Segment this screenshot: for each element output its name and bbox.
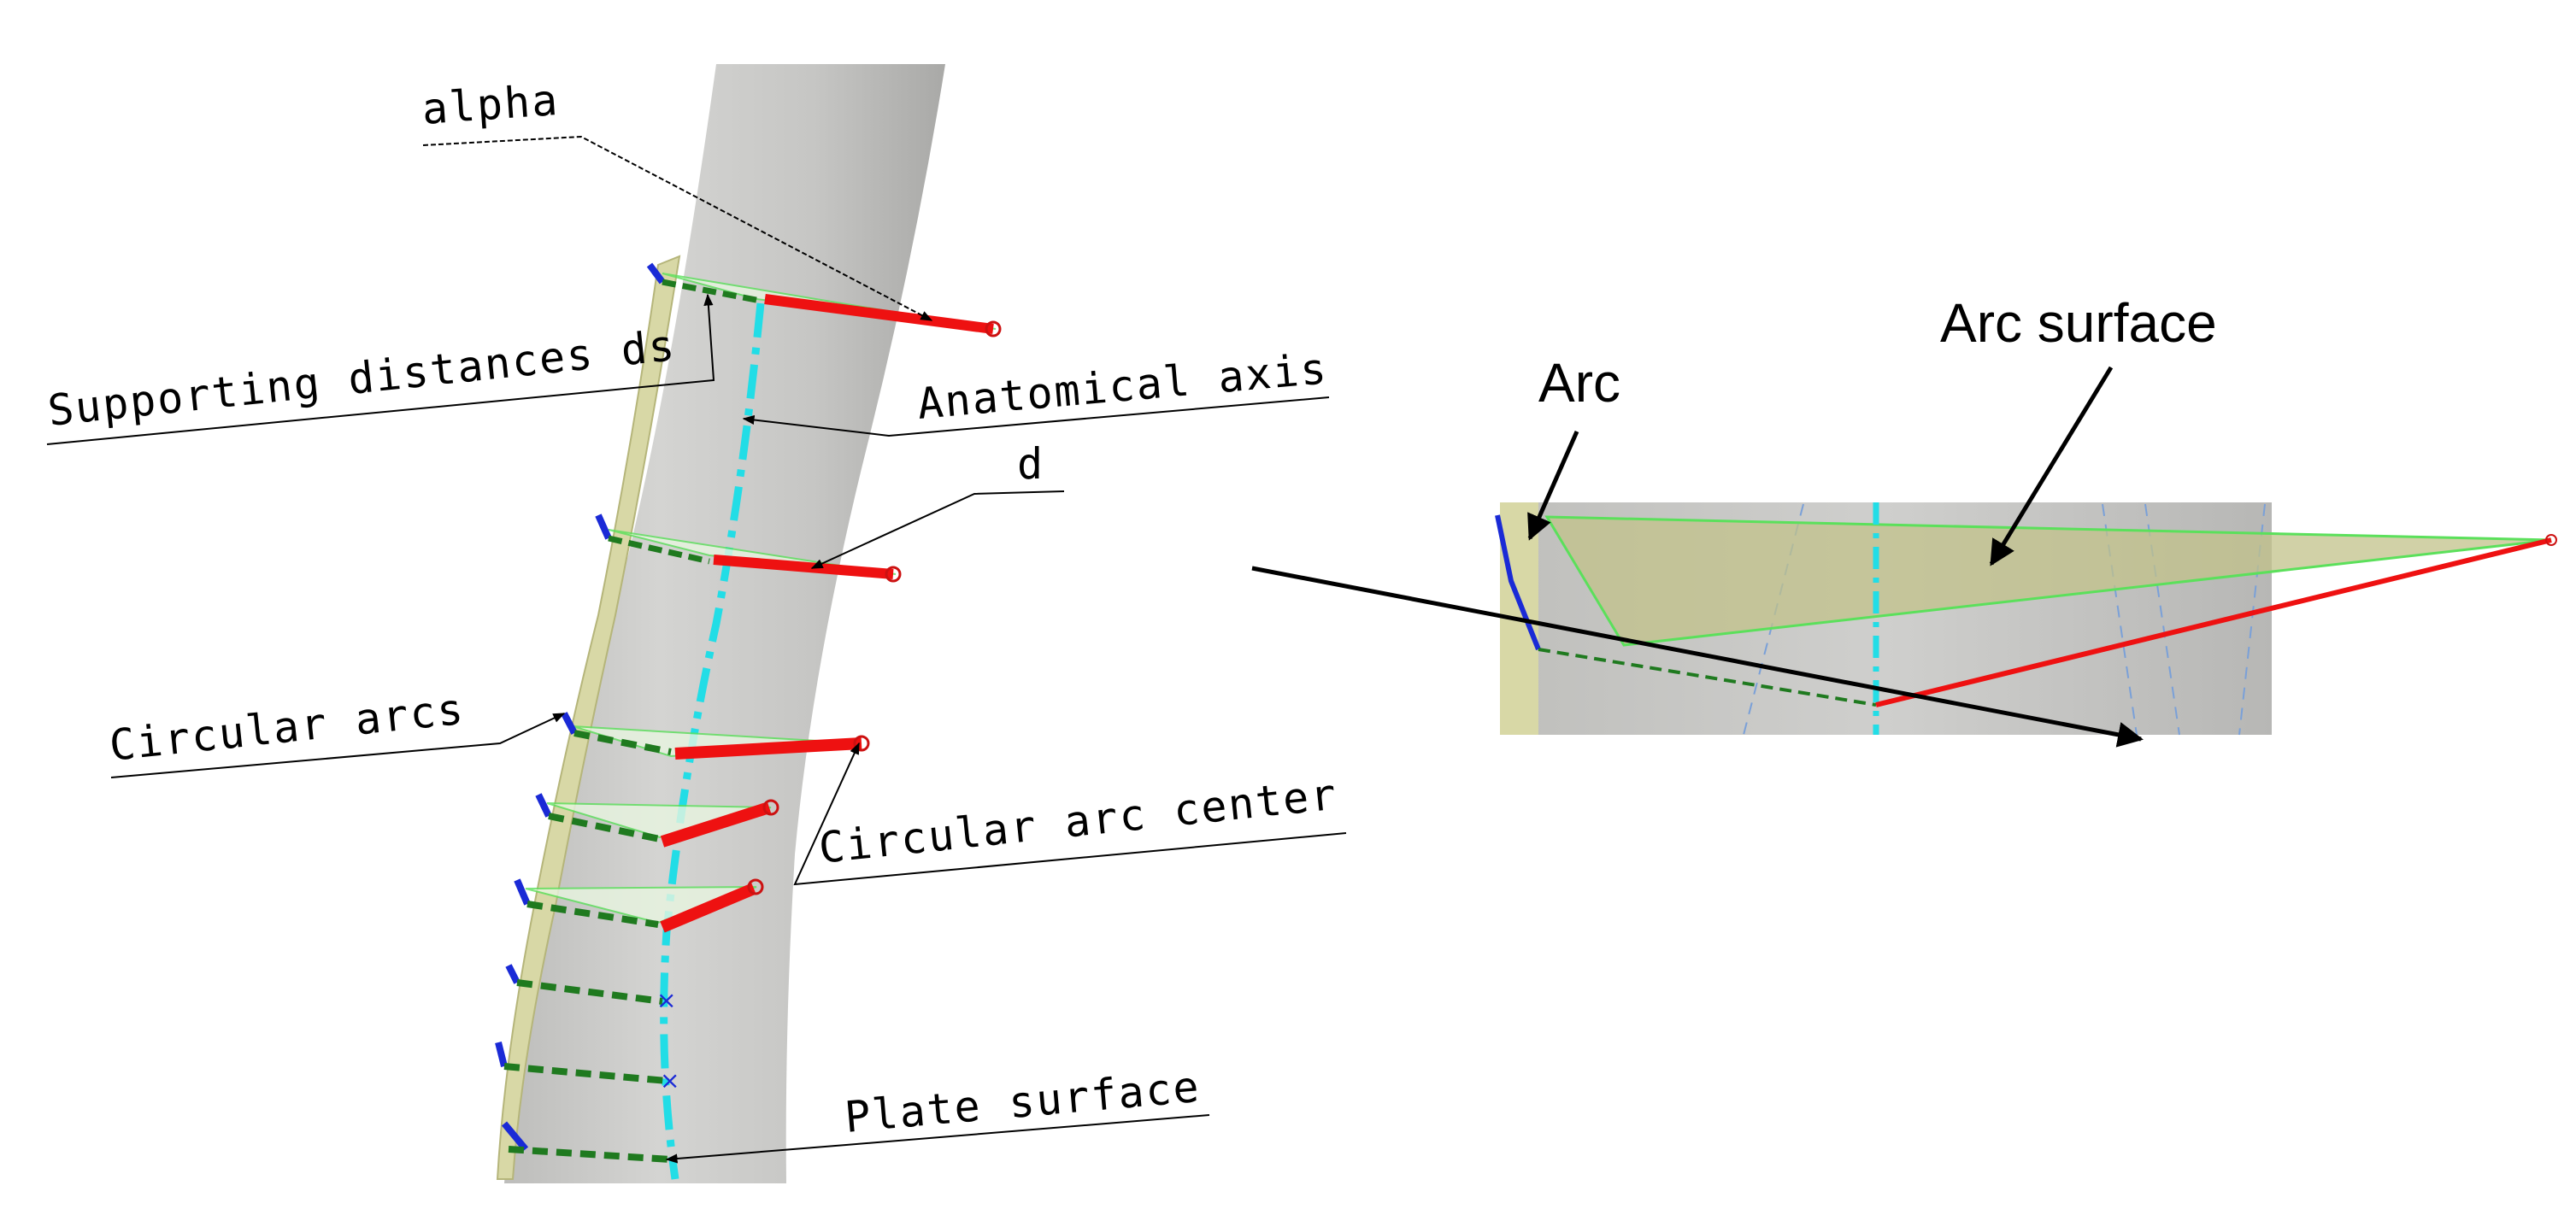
d-leader — [810, 490, 1065, 569]
label-supporting-distances: Supporting distances ds — [45, 320, 678, 436]
arc-station-6: × — [505, 964, 676, 1014]
plate-surface — [496, 255, 681, 1180]
right-distance-line — [1538, 648, 1877, 707]
arc-station-5 — [514, 878, 764, 933]
label-d: d — [1017, 439, 1044, 489]
arc-station-7: × — [495, 1042, 679, 1095]
right-arc-line — [1495, 514, 1541, 651]
arc-station-4 — [535, 793, 779, 848]
right-view: Arc Arc surface — [1251, 292, 2557, 748]
circular-arcs-leader — [110, 713, 566, 778]
label-alpha: alpha — [421, 75, 561, 134]
arc-surface-shape — [1544, 515, 2552, 647]
arc-callout-arrow — [1527, 430, 1579, 541]
label-arc: Arc — [1538, 352, 1620, 414]
arc-station-8 — [501, 1121, 672, 1163]
circular-arc-center-leader — [793, 742, 1347, 886]
label-arc-surface: Arc surface — [1940, 292, 2217, 354]
label-circular-arcs: Circular arcs — [107, 684, 467, 771]
right-arc-center-marker — [2545, 534, 2557, 546]
supporting-distances-leader — [46, 293, 715, 445]
plate-surface-leader — [665, 1114, 1210, 1164]
bone-shape — [504, 64, 945, 1183]
alpha-leader — [422, 135, 933, 321]
svg-text:×: × — [656, 986, 676, 1014]
arc-surface-callout-arrow — [1989, 366, 2114, 566]
svg-text:×: × — [660, 1066, 679, 1095]
arc-station-1 — [646, 262, 1002, 337]
construction-lines — [1743, 503, 2266, 736]
view-direction-arrow — [1251, 566, 2144, 748]
left-view: × × alpha Supporting distances ds Anatom… — [45, 64, 1347, 1183]
arc-station-3 — [561, 712, 870, 760]
leader-lines — [46, 135, 1347, 1164]
anatomical-axis-leader — [742, 396, 1330, 437]
right-radius-line — [1875, 537, 2552, 707]
